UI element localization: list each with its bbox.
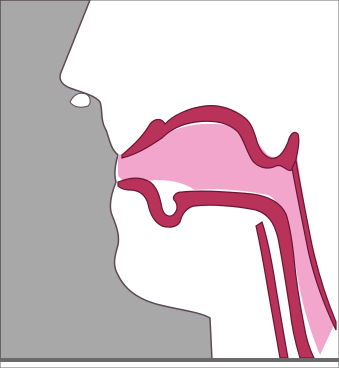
- bottom-frame: [0, 358, 339, 362]
